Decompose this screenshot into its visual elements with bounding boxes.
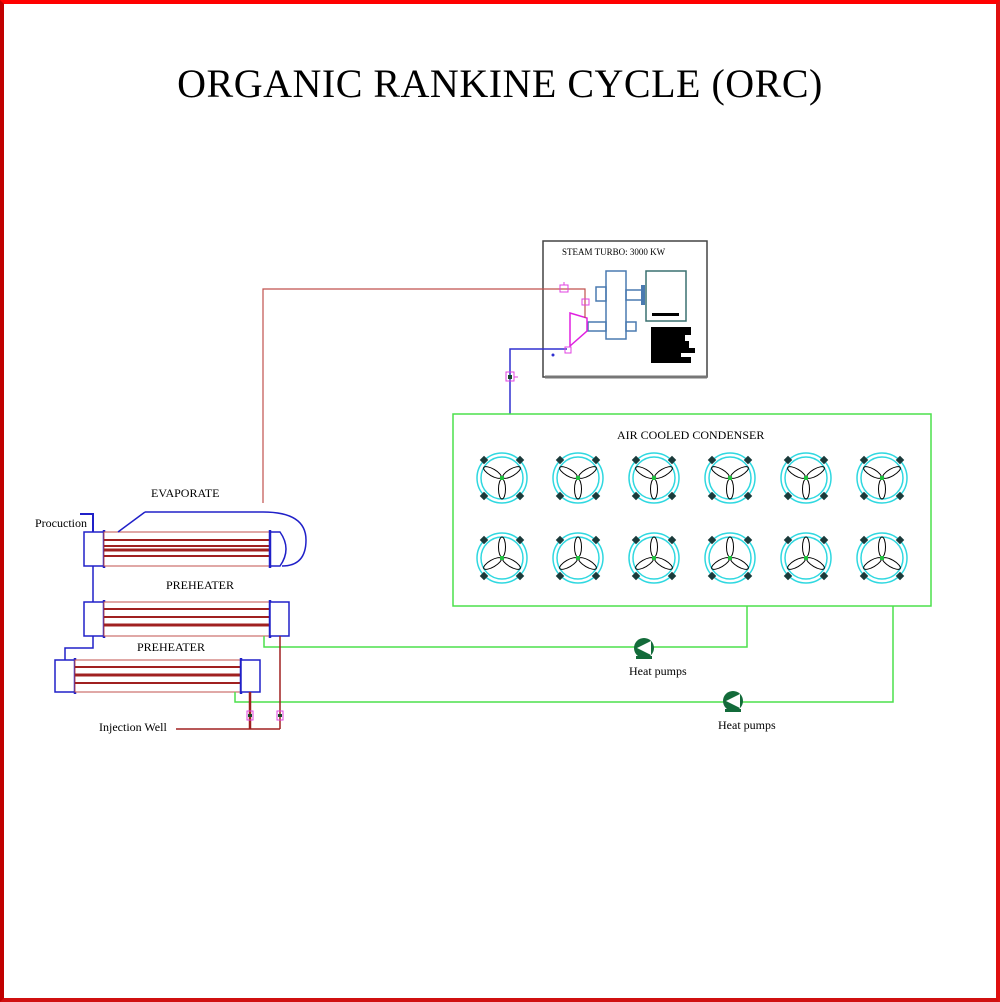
condenser-label: AIR COOLED CONDENSER (617, 428, 765, 442)
valve-icon[interactable] (564, 346, 572, 354)
valve-icon[interactable] (246, 710, 254, 721)
condenser-fan-icon[interactable] (476, 532, 528, 584)
condenser-fan-icon[interactable] (628, 532, 680, 584)
air-cooled-condenser[interactable] (452, 413, 932, 607)
condenser-fan-icon[interactable] (780, 452, 832, 504)
valve-icon[interactable] (276, 710, 284, 721)
cooling-loop-2 (234, 606, 894, 703)
production-label: Procuction (35, 516, 87, 530)
gearbox (605, 270, 627, 340)
cooling-loop-1 (263, 606, 748, 648)
production-pipe (80, 513, 94, 532)
injection-well-label: Injection Well (99, 720, 167, 734)
condenser-fan-icon[interactable] (476, 452, 528, 504)
heat-pump-2[interactable] (723, 691, 743, 712)
heat-pump-1[interactable] (634, 638, 654, 659)
heat-pump-1-label: Heat pumps (629, 664, 687, 678)
preheater-2-label: PREHEATER (137, 640, 206, 654)
condenser-fan-icon[interactable] (552, 532, 604, 584)
preheater-1-label: PREHEATER (166, 578, 235, 592)
turbine-label: STEAM TURBO: 3000 KW (562, 247, 666, 257)
condenser-fan-icon[interactable] (552, 452, 604, 504)
condenser-fan-icon[interactable] (628, 452, 680, 504)
evaporator-label: EVAPORATE (151, 486, 220, 500)
valve-icon[interactable] (581, 298, 590, 306)
condenser-fan-icon[interactable] (704, 532, 756, 584)
diagram-title: ORGANIC RANKINE CYCLE (ORC) (177, 61, 823, 106)
turbine[interactable] (569, 311, 588, 348)
condenser-fan-icon[interactable] (856, 532, 908, 584)
valve-icon[interactable] (505, 371, 518, 382)
preheater-2[interactable] (54, 658, 261, 694)
exhaust-pipe (509, 348, 567, 414)
condenser-fan-icon[interactable] (704, 452, 756, 504)
valve-icon[interactable] (559, 282, 569, 293)
evaporator[interactable] (83, 511, 307, 568)
hot-vapor-pipe (262, 288, 586, 503)
condenser-fan-icon[interactable] (780, 532, 832, 584)
condenser-fan-icon[interactable] (856, 452, 908, 504)
preheater-1[interactable] (83, 600, 290, 638)
generator (645, 270, 687, 322)
redacted-block (651, 327, 695, 363)
heat-pump-2-label: Heat pumps (718, 718, 776, 732)
